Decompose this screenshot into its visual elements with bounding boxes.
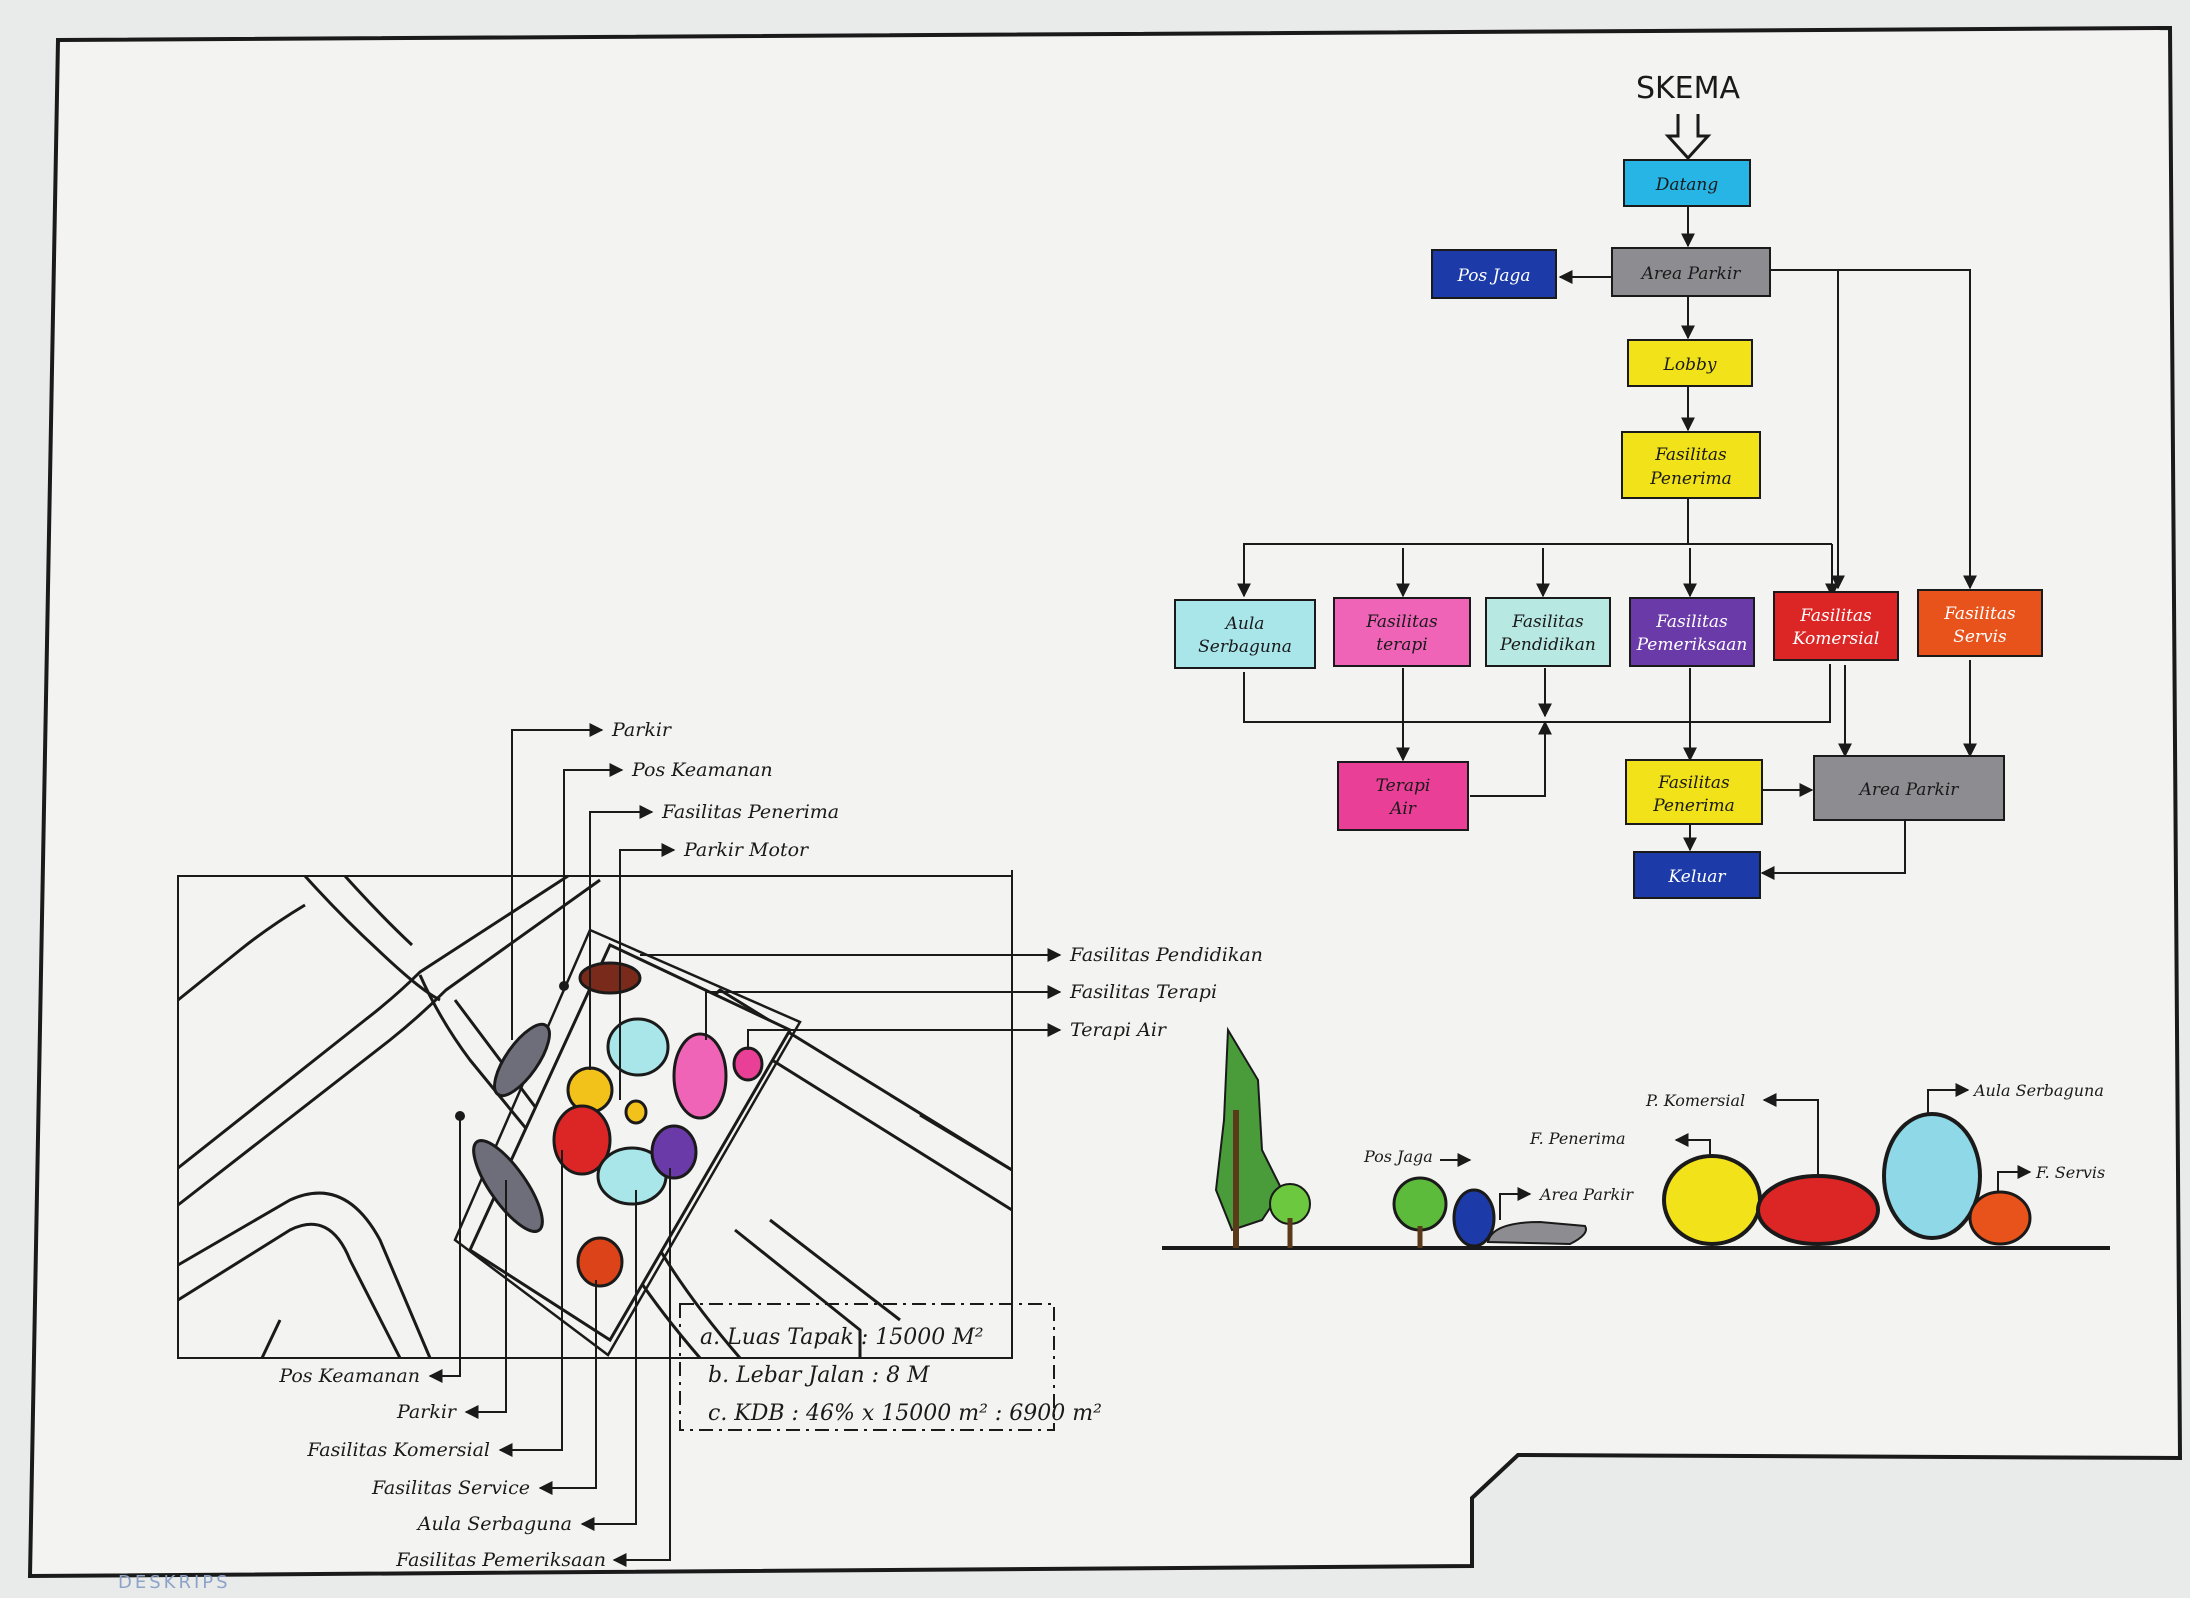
node-keluar: Keluar xyxy=(1633,851,1761,899)
zone-parkir-2 xyxy=(472,1139,544,1233)
node-fasilitas-pendidikan: Fasilitas Pendidikan xyxy=(1485,597,1611,667)
svg-text:Pos Jaga: Pos Jaga xyxy=(1456,266,1530,286)
zone-parkir-motor xyxy=(624,1099,648,1125)
skema-title: SKEMA xyxy=(1636,71,1741,106)
svg-text:Fasilitas: Fasilitas xyxy=(1511,612,1584,632)
site-zones xyxy=(472,961,764,1288)
sec-area-parkir xyxy=(1486,1220,1587,1246)
site-label-fasilitas-komersial: Fasilitas Komersial xyxy=(306,1439,490,1461)
node-fasilitas-pemeriksaan: Fasilitas Pemeriksaan xyxy=(1629,597,1755,667)
site-label-fasilitas-pendidikan: Fasilitas Pendidikan xyxy=(1069,944,1263,966)
node-terapi-air: Terapi Air xyxy=(1337,761,1469,831)
note-kdb: c. KDB : 46% x 15000 m² : 6900 m² xyxy=(708,1401,1102,1426)
sec-p-komersial xyxy=(1756,1174,1880,1246)
svg-text:terapi: terapi xyxy=(1376,635,1427,655)
svg-text:Datang: Datang xyxy=(1655,175,1719,195)
node-fasilitas-servis: Fasilitas Servis xyxy=(1917,589,2043,657)
footer-tag: DESKRIPS xyxy=(118,1572,231,1593)
node-fasilitas-komersial: Fasilitas Komersial xyxy=(1773,591,1899,661)
sec-label-f-servis: F. Servis xyxy=(2035,1163,2105,1182)
sec-label-aula-serbaguna: Aula Serbaguna xyxy=(1972,1081,2104,1100)
node-fasilitas-penerima: Fasilitas Penerima xyxy=(1621,431,1761,499)
node-fasilitas-penerima-bottom: Fasilitas Penerima xyxy=(1625,759,1763,825)
site-plan: Parkir Pos Keamanan Fasilitas Penerima P… xyxy=(177,719,1263,1571)
node-area-parkir-bottom: Area Parkir xyxy=(1813,755,2005,821)
zone-fasilitas-pendidikan xyxy=(606,1017,670,1077)
sec-label-area-parkir: Area Parkir xyxy=(1538,1185,1634,1204)
svg-text:Pendidikan: Pendidikan xyxy=(1499,635,1596,655)
svg-text:Penerima: Penerima xyxy=(1652,796,1735,816)
skema-connectors xyxy=(1237,206,1977,880)
svg-text:Komersial: Komersial xyxy=(1792,629,1880,649)
svg-text:Area Parkir: Area Parkir xyxy=(1640,264,1742,284)
note-lebar-jalan: b. Lebar Jalan : 8 M xyxy=(708,1363,930,1388)
sec-aula-serbaguna xyxy=(1882,1112,1982,1240)
svg-text:Fasilitas: Fasilitas xyxy=(1657,773,1730,793)
node-aula-serbaguna: Aula Serbaguna xyxy=(1174,599,1316,669)
sec-label-pos-jaga: Pos Jaga xyxy=(1363,1147,1433,1166)
zone-pos-keamanan xyxy=(578,961,642,995)
svg-text:Fasilitas: Fasilitas xyxy=(1799,606,1872,626)
sec-label-p-komersial: P. Komersial xyxy=(1645,1091,1745,1110)
sec-label-f-penerima: F. Penerima xyxy=(1529,1129,1626,1148)
svg-text:Lobby: Lobby xyxy=(1663,355,1717,375)
node-area-parkir-top: Area Parkir xyxy=(1611,247,1771,297)
svg-text:Area Parkir: Area Parkir xyxy=(1858,780,1960,800)
svg-text:Fasilitas: Fasilitas xyxy=(1655,612,1728,632)
sec-pos-jaga xyxy=(1392,1153,1496,1248)
node-pos-jaga: Pos Jaga xyxy=(1431,249,1557,299)
site-label-parkir: Parkir xyxy=(611,719,673,741)
site-label-fasilitas-terapi: Fasilitas Terapi xyxy=(1069,981,1217,1003)
node-lobby: Lobby xyxy=(1627,339,1753,387)
svg-text:Serbaguna: Serbaguna xyxy=(1198,637,1292,657)
zone-fasilitas-komersial xyxy=(552,1104,612,1176)
site-label-fasilitas-penerima: Fasilitas Penerima xyxy=(661,801,839,823)
cypress-tree-icon xyxy=(1214,1026,1311,1248)
note-luas-tapak: a. Luas Tapak : 15000 M² xyxy=(700,1325,984,1350)
site-label-fasilitas-service: Fasilitas Service xyxy=(371,1477,530,1499)
sec-f-penerima xyxy=(1662,1154,1762,1246)
skema-flowchart: SKEMA xyxy=(1174,71,2043,899)
svg-text:Pemeriksaan: Pemeriksaan xyxy=(1636,635,1748,655)
site-label-aula-serbaguna: Aula Serbaguna xyxy=(416,1513,572,1535)
svg-text:Keluar: Keluar xyxy=(1668,867,1727,887)
sec-f-servis xyxy=(1968,1190,2032,1246)
node-fasilitas-terapi: Fasilitas terapi xyxy=(1333,597,1471,667)
zone-terapi-air xyxy=(732,1046,764,1082)
site-notes: a. Luas Tapak : 15000 M² b. Lebar Jalan … xyxy=(679,1303,1102,1431)
site-label-pos-keamanan-bottom: Pos Keamanan xyxy=(278,1365,420,1387)
svg-text:Fasilitas: Fasilitas xyxy=(1654,445,1727,465)
node-datang: Datang xyxy=(1623,159,1751,207)
zone-fasilitas-service xyxy=(576,1236,624,1288)
zone-fasilitas-penerima xyxy=(566,1066,614,1114)
site-label-parkir-motor: Parkir Motor xyxy=(683,839,810,861)
svg-text:Fasilitas: Fasilitas xyxy=(1943,604,2016,624)
svg-text:Terapi: Terapi xyxy=(1376,776,1431,796)
site-label-parkir-bottom: Parkir xyxy=(396,1401,458,1423)
zone-parkir xyxy=(493,1022,551,1098)
svg-text:Fasilitas: Fasilitas xyxy=(1365,612,1438,632)
zone-fasilitas-pemeriksaan xyxy=(650,1124,698,1180)
skema-entry-arrow-icon xyxy=(1664,114,1712,161)
svg-text:Aula: Aula xyxy=(1224,614,1265,634)
section-elevation: Pos Jaga F. Penerima Area Parkir P. Kome… xyxy=(1162,1026,2110,1250)
svg-text:Air: Air xyxy=(1388,799,1417,819)
site-label-terapi-air: Terapi Air xyxy=(1070,1019,1168,1041)
site-leaders xyxy=(428,723,1062,1567)
site-label-pos-keamanan: Pos Keamanan xyxy=(631,759,773,781)
site-label-fasilitas-pemeriksaan: Fasilitas Pemeriksaan xyxy=(395,1549,606,1571)
svg-text:Penerima: Penerima xyxy=(1649,469,1732,489)
svg-text:Servis: Servis xyxy=(1953,627,2007,647)
zone-fasilitas-terapi xyxy=(672,1032,728,1120)
